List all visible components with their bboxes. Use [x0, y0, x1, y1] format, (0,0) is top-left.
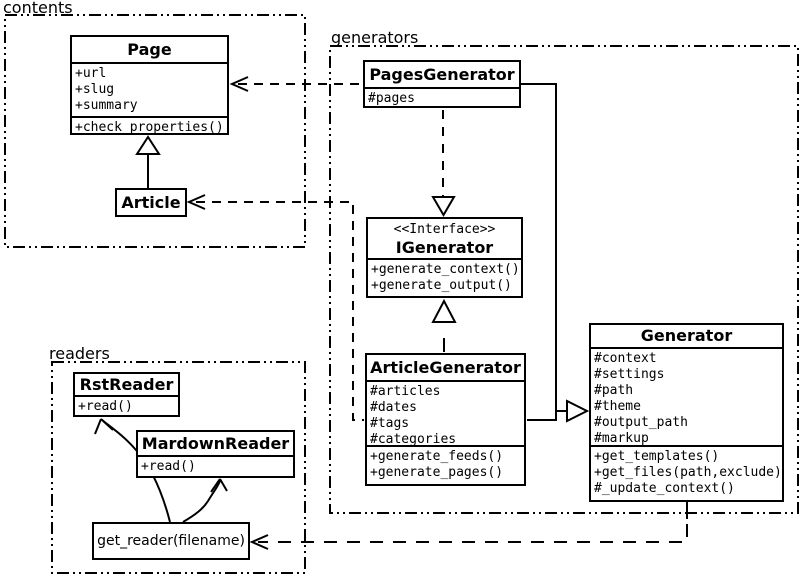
class-page-name: Page [72, 37, 227, 64]
class-rstreader-name: RstReader [75, 374, 178, 397]
inheritance-pagesgenerator-generator-line [521, 83, 566, 412]
attribute: #dates [370, 400, 417, 415]
attribute: #categories [370, 432, 457, 447]
inheritance-generator-triangle [566, 399, 590, 423]
dependency-articlegenerator-article-arrowhead [186, 194, 206, 210]
dependency-generator-getreader-arrowhead [249, 534, 269, 550]
function-get-reader: get_reader(filename) [92, 522, 250, 560]
realization-articlegenerator-igenerator-triangle [431, 298, 457, 323]
class-generator: Generator #context #settings #path #them… [589, 323, 784, 502]
method: +check_properties() [75, 120, 224, 135]
class-igenerator-stereotype: <<Interface>> [393, 222, 496, 237]
method: +get_templates() [594, 449, 720, 464]
realization-pagesgenerator-igenerator-triangle [431, 196, 456, 217]
class-pagesgenerator-attributes: #pages [365, 89, 519, 106]
inheritance-article-page-triangle [135, 135, 161, 155]
method: +generate_output() [371, 278, 512, 293]
package-contents-border [4, 14, 306, 248]
package-readers-border [51, 361, 306, 574]
class-articlegenerator-methods: +generate_feeds() +generate_pages() [367, 447, 524, 482]
method: +generate_feeds() [370, 449, 504, 464]
method: +generate_pages() [370, 465, 504, 480]
attribute: #theme [594, 399, 641, 414]
attribute: #settings [594, 367, 665, 382]
package-generators-border [329, 45, 799, 514]
attribute: #output_path [594, 415, 688, 430]
class-page: Page +url +slug +summary +check_properti… [70, 35, 229, 135]
package-contents-label: contents [3, 0, 73, 17]
attribute: #pages [368, 91, 415, 106]
association-getreader-rstreader-arrowhead [94, 418, 114, 435]
class-generator-name: Generator [591, 325, 782, 349]
class-pagesgenerator-name: PagesGenerator [365, 62, 519, 89]
attribute: +slug [75, 82, 115, 97]
class-article-name: Article [121, 193, 181, 212]
attribute: #articles [370, 384, 441, 399]
class-mardownreader-methods: +read() [138, 457, 293, 476]
class-igenerator: <<Interface>> IGenerator +generate_conte… [366, 217, 523, 298]
class-generator-methods: +get_templates() +get_files(path,exclude… [591, 447, 782, 498]
dependency-generator-getreader-line [258, 524, 688, 543]
class-igenerator-header: <<Interface>> IGenerator [368, 219, 521, 260]
package-readers-label: readers [49, 344, 110, 363]
class-page-attributes: +url +slug +summary [72, 64, 227, 118]
attribute: #path [594, 383, 634, 398]
attribute: #markup [594, 431, 649, 446]
class-page-methods: +check_properties() [72, 118, 227, 135]
method: +read() [141, 459, 196, 474]
class-mardownreader-name: MardownReader [138, 432, 293, 457]
inheritance-articlegenerator-generator-line [527, 411, 557, 421]
class-mardownreader: MardownReader +read() [136, 430, 295, 478]
dependency-pagesgenerator-page-arrowhead [229, 76, 249, 92]
method: +get_files(path,exclude) [594, 465, 782, 480]
class-igenerator-name: IGenerator [395, 238, 494, 257]
package-generators-label: generators [331, 28, 419, 47]
dependency-articlegenerator-article-line [196, 201, 364, 421]
class-articlegenerator: ArticleGenerator #articles #dates #tags … [365, 353, 526, 486]
attribute: +summary [75, 98, 138, 113]
class-rstreader-methods: +read() [75, 397, 178, 415]
association-getreader-mardownreader-arrowhead [210, 478, 228, 493]
class-articlegenerator-name: ArticleGenerator [367, 355, 524, 382]
class-article: Article [115, 188, 187, 217]
method: +read() [78, 399, 133, 414]
method: +generate_context() [371, 262, 520, 277]
class-igenerator-methods: +generate_context() +generate_output() [368, 260, 521, 295]
attribute: +url [75, 66, 107, 81]
attribute: #context [594, 351, 657, 366]
class-articlegenerator-attributes: #articles #dates #tags #categories [367, 382, 524, 447]
method: #_update_context() [594, 481, 735, 496]
association-getreader-mardownreader-curve [182, 480, 221, 523]
class-rstreader: RstReader +read() [73, 372, 180, 417]
class-generator-attributes: #context #settings #path #theme #output_… [591, 349, 782, 447]
attribute: #tags [370, 416, 410, 431]
class-pagesgenerator: PagesGenerator #pages [363, 60, 521, 108]
